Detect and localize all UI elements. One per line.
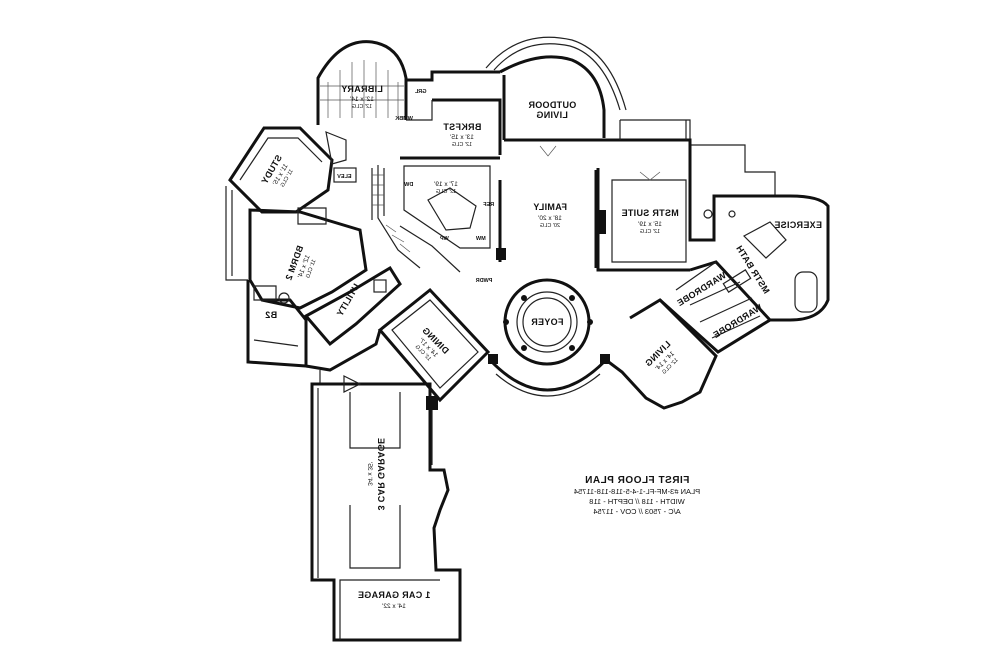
room-dining: DINING 14' x 17' 12' CLG: [414, 325, 451, 362]
room-bdrm2: BDRM 2 12' x 14' 11' CLG: [283, 244, 317, 282]
exterior-walls: [225, 36, 830, 642]
room-name-outdoor: OUTDOOR: [528, 100, 576, 110]
room-name-b2: B2: [265, 310, 277, 320]
column: [496, 248, 506, 260]
room-dim-family: 18' x 20': [538, 215, 562, 222]
label-grl: GRL: [414, 89, 426, 95]
room-exercise: EXERCISE: [774, 220, 822, 230]
room-outdoor-living: OUTDOOR LIVING: [528, 100, 576, 120]
room-clg-family: 20' CLG: [540, 223, 560, 229]
label-pwdr: PWDR: [476, 278, 493, 284]
room-name-wardrobe-2: WARDROBE: [711, 302, 764, 340]
fixture-labels: ELEV GRL WMBK DW MW WP REF PWDR: [337, 89, 494, 284]
label-ref: REF: [483, 202, 495, 208]
fireplace: [598, 210, 606, 234]
room-library: LIBRARY 12' x 14' 12' CLG: [341, 84, 383, 110]
room-family: FAMILY 18' x 20' 20' CLG: [533, 202, 567, 229]
room-b2: B2: [265, 310, 277, 320]
room-dim-library: 12' x 14': [350, 96, 374, 103]
label-dw: DW: [403, 182, 413, 188]
plan-width-depth: WIDTH - 118 // DEPTH - 118: [589, 497, 685, 506]
room-name-family: FAMILY: [533, 202, 567, 212]
column: [600, 354, 610, 364]
room-name-exercise: EXERCISE: [774, 220, 822, 230]
label-wmbk: WMBK: [395, 116, 413, 122]
room-brkfst: BRKFST 13' x 15' 12' CLG: [443, 122, 481, 148]
room-living: LIVING 14' x 14' 12' CLG: [643, 339, 680, 376]
room-dim-3-car-garage: 34' x 35': [366, 462, 373, 486]
room-dim-brkfst: 13' x 15': [450, 134, 474, 141]
room-mstr-suite: MSTR SUITE 15' x 19' 12' CLG: [621, 208, 679, 235]
room-clg-brkfst: 12' CLG: [452, 142, 472, 148]
room-1-car-garage: 1 CAR GARAGE 14' x 22': [358, 590, 431, 610]
plan-title: FIRST FLOOR PLAN: [584, 475, 690, 486]
room-name-1-car-garage: 1 CAR GARAGE: [358, 590, 431, 600]
room-wardrobe-1: WARDROBE: [675, 270, 728, 308]
room-name-brkfst: BRKFST: [443, 122, 481, 132]
room-name-wardrobe-1: WARDROBE: [675, 270, 728, 308]
plan-area: A/C - 7503 // COV - 11754: [593, 507, 681, 516]
room-name-outdoor-2: LIVING: [536, 110, 568, 120]
room-clg-kitchen: 12' CLG: [436, 189, 456, 195]
room-kitchen: 17' x 19' 12' CLG: [434, 181, 458, 195]
room-dim-1-car-garage: 14' x 22': [382, 603, 406, 610]
label-elev: ELEV: [337, 174, 352, 180]
room-wardrobe-2: WARDROBE: [711, 302, 764, 340]
room-name-mstr-suite: MSTR SUITE: [621, 208, 679, 218]
room-dim-mstr-suite: 15' x 19': [638, 221, 662, 228]
label-wp: WP: [440, 236, 449, 242]
room-clg-library: 12' CLG: [352, 104, 372, 110]
label-mw: MW: [475, 236, 486, 242]
room-clg-mstr-suite: 12' CLG: [640, 229, 660, 235]
room-dim-kitchen: 17' x 19': [434, 181, 458, 188]
room-name-library: LIBRARY: [341, 84, 383, 94]
room-name-foyer: FOYER: [531, 317, 564, 327]
room-3-car-garage: 3 CAR GARAGE 34' x 35': [366, 438, 386, 511]
plan-number: PLAN #3-MF-FL-1-4-5-118-118-11754: [573, 487, 701, 496]
column: [426, 396, 438, 410]
room-name-3-car-garage: 3 CAR GARAGE: [376, 438, 386, 511]
room-study: STUDY 11' x 15' 11' CLG: [259, 153, 294, 188]
room-foyer: FOYER: [531, 317, 564, 327]
column: [488, 354, 498, 364]
plan-title-block: FIRST FLOOR PLAN PLAN #3-MF-FL-1-4-5-118…: [552, 475, 722, 516]
